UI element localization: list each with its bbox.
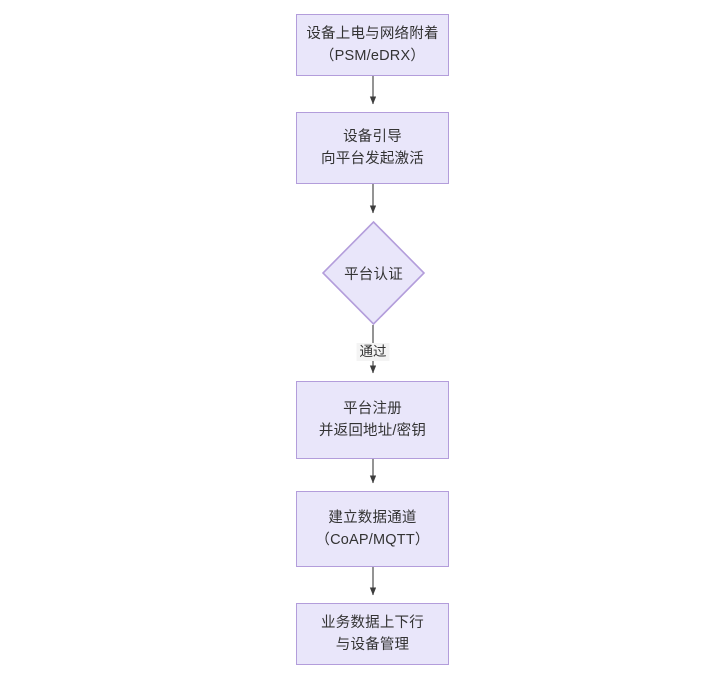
node-text-line: 平台注册	[343, 400, 402, 417]
node-text-line: 与设备管理	[335, 637, 410, 653]
node-device-bootstrap[interactable]: 设备引导 向平台发起激活	[296, 112, 449, 184]
node-text-line: 向平台发起激活	[321, 151, 424, 167]
node-device-power-on[interactable]: 设备上电与网络附着 （PSM/eDRX）	[296, 14, 449, 76]
diamond-shape	[322, 221, 425, 325]
node-text-line: 业务数据上下行	[321, 614, 424, 631]
node-text-line: 设备引导	[343, 128, 402, 145]
node-text-line: （PSM/eDRX）	[319, 48, 426, 64]
node-text-line: （CoAP/MQTT）	[315, 532, 430, 548]
node-business-data-and-device-mgmt[interactable]: 业务数据上下行 与设备管理	[296, 603, 449, 665]
node-text-line: 建立数据通道	[328, 509, 417, 526]
edge-label-pass: 通过	[356, 343, 390, 362]
node-platform-auth-decision[interactable]: 平台认证	[322, 221, 425, 325]
node-text-line: 并返回地址/密钥	[318, 423, 427, 439]
node-text-line: 设备上电与网络附着	[306, 25, 439, 42]
node-text-line: 平台认证	[344, 266, 403, 283]
node-establish-data-channel[interactable]: 建立数据通道 （CoAP/MQTT）	[296, 491, 449, 567]
node-platform-register[interactable]: 平台注册 并返回地址/密钥	[296, 381, 449, 459]
